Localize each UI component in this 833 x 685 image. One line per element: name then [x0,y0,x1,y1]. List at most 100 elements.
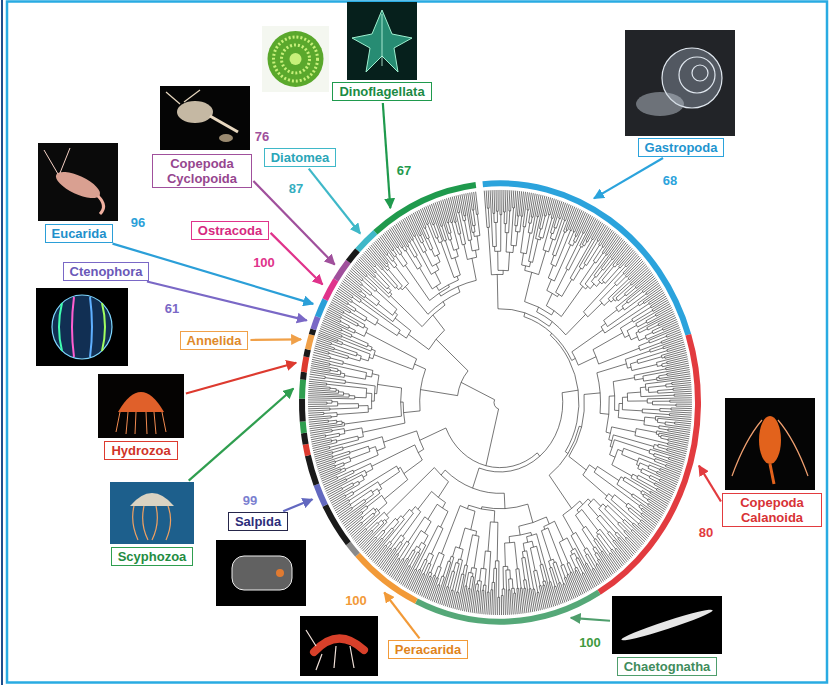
photo-background [625,30,735,136]
bootstrap-value: 100 [345,593,367,608]
tree-branches [308,190,692,615]
pteropod-figure [679,57,715,93]
photo-background [347,2,417,80]
clade-band [313,317,317,329]
clade-band [358,232,376,250]
clade-band [348,250,357,261]
photo-background [612,596,722,654]
copepod-figure [210,116,238,132]
clade-band [306,444,308,455]
copepod-figure [219,134,233,142]
copepod-figure [759,416,781,464]
leader-arrow [147,281,307,320]
photo-background [262,26,329,92]
taxon-name: Peracarida [395,642,462,657]
copepod-figure [732,420,808,476]
leader-arrow [571,618,610,621]
clade-band [300,372,307,380]
taxon-name: Gastropoda [645,140,718,155]
dinoflagellate-figure [382,14,383,66]
edge-rule [1,0,3,685]
hydromedusa-figure [116,412,166,434]
taxon-name: Dinoflagellata [339,84,424,99]
clade-band [348,543,357,554]
clade-band [302,380,303,399]
taxon-box: Diatomea [264,148,337,167]
bootstrap-value: 61 [165,301,179,316]
copepod-figure [177,101,213,123]
taxon-box: Hydrozoa [104,441,177,460]
photo-background [38,143,118,221]
taxon-box: Peracarida [388,640,469,659]
photo-background [110,482,194,544]
ctenophore-figure [90,297,92,357]
salp-figure [232,556,292,590]
amphipod-figure [314,638,364,652]
hydromedusa-figure [118,392,164,412]
salp-figure [276,569,284,577]
clade-band [308,335,312,350]
taxon-box: Copepoda Calanoida [722,493,822,527]
photo-background [725,398,815,490]
ctenophore-figure [72,297,74,357]
leader-arrow [186,363,296,394]
leader-arrow [250,338,301,341]
bootstrap-value: 68 [663,173,677,188]
clade-band [483,183,689,334]
taxon-box: Annelida [180,331,249,350]
clade-band [312,329,314,334]
amphipod-figure [306,630,354,670]
arrow-worm-figure [620,606,714,643]
bootstrap-value: 80 [699,525,713,540]
taxon-box: Chaetognatha [617,657,718,676]
diatom-figure [282,45,310,73]
taxon-name: Scyphozoa [118,549,187,564]
leader-arrow [271,233,323,285]
bootstrap-value: 100 [253,255,275,270]
bootstrap-value: 76 [255,129,269,144]
leader-arrow [189,389,294,481]
clade-band [375,185,475,232]
ctenophore-figure [102,303,105,351]
pteropod-figure [692,65,708,81]
leader-arrow [283,499,312,511]
photo-background [300,616,378,676]
copepod-figure [770,464,774,484]
taxon-name: Copepoda Cyclopoida [159,156,245,186]
krill-figure [60,148,70,173]
pteropod-figure [636,92,684,116]
taxon-box: Gastropoda [638,138,725,157]
taxon-box: Copepoda Cyclopoida [152,154,252,188]
taxon-name: Hydrozoa [111,443,170,458]
taxon-box: Ostracoda [191,221,269,240]
taxon-name: Ctenophora [70,264,143,279]
clade-band [304,433,306,444]
clade-band [304,357,306,372]
taxon-name: Diatomea [271,150,330,165]
taxon-name: Eucarida [52,226,107,241]
clade-band [599,335,698,593]
clade-band [303,422,304,433]
ctenophore-figure [52,295,112,359]
bootstrap-value: 87 [289,181,303,196]
jellyfish-figure [133,506,171,540]
taxon-box: Salpida [228,512,288,531]
photo-background [98,374,184,438]
leader-arrow [699,466,721,502]
clade-band [325,505,348,543]
krill-figure [98,196,104,214]
leader-arrow [384,592,419,638]
clade-band [325,280,336,300]
diatom-figure [290,53,302,65]
leader-arrow [594,158,663,198]
clade-band [308,456,317,485]
photo-background [160,86,250,150]
taxon-box: Dinoflagellata [332,82,431,101]
copepod-figure [166,92,180,104]
copepod-figure [184,90,200,102]
bootstrap-value: 99 [243,493,257,508]
taxon-name: Salpida [235,514,281,529]
ctenophore-figure [59,303,62,351]
taxon-name: Copepoda Calanoida [729,495,815,525]
